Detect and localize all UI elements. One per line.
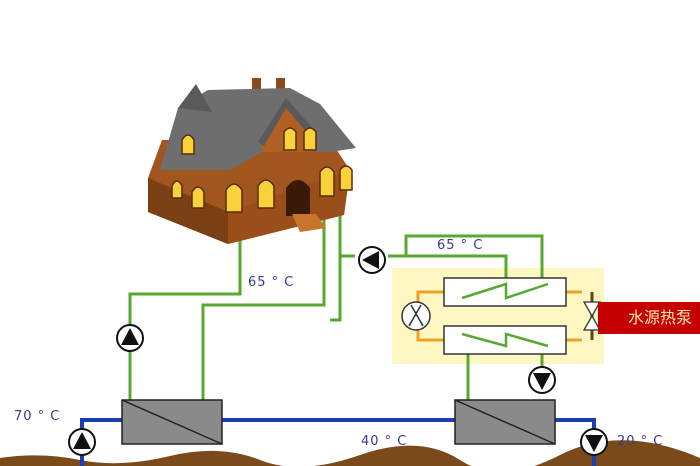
pump-icon [116,324,144,352]
heat-exchanger-icon [443,277,567,355]
temperature-label-65-top: 65 ° C [437,238,484,253]
temperature-label-20: 20 ° C [617,434,664,449]
ground-heat-exchanger-left [121,399,223,445]
ground-heat-exchanger-right [454,399,556,445]
ground-band [0,440,700,466]
temperature-label-40: 40 ° C [361,434,408,449]
pump-icon [580,428,608,456]
pump-icon [358,246,386,274]
pump-icon [68,428,96,456]
compressor-icon [401,301,431,331]
expansion-valve-icon [582,301,602,331]
temperature-label-70: 70 ° C [14,409,61,424]
temperature-label-65-left: 65 ° C [248,275,295,290]
house-icon [148,78,356,244]
pump-icon [528,366,556,394]
water-source-heat-pump-banner: 水源热泵 [598,302,700,334]
